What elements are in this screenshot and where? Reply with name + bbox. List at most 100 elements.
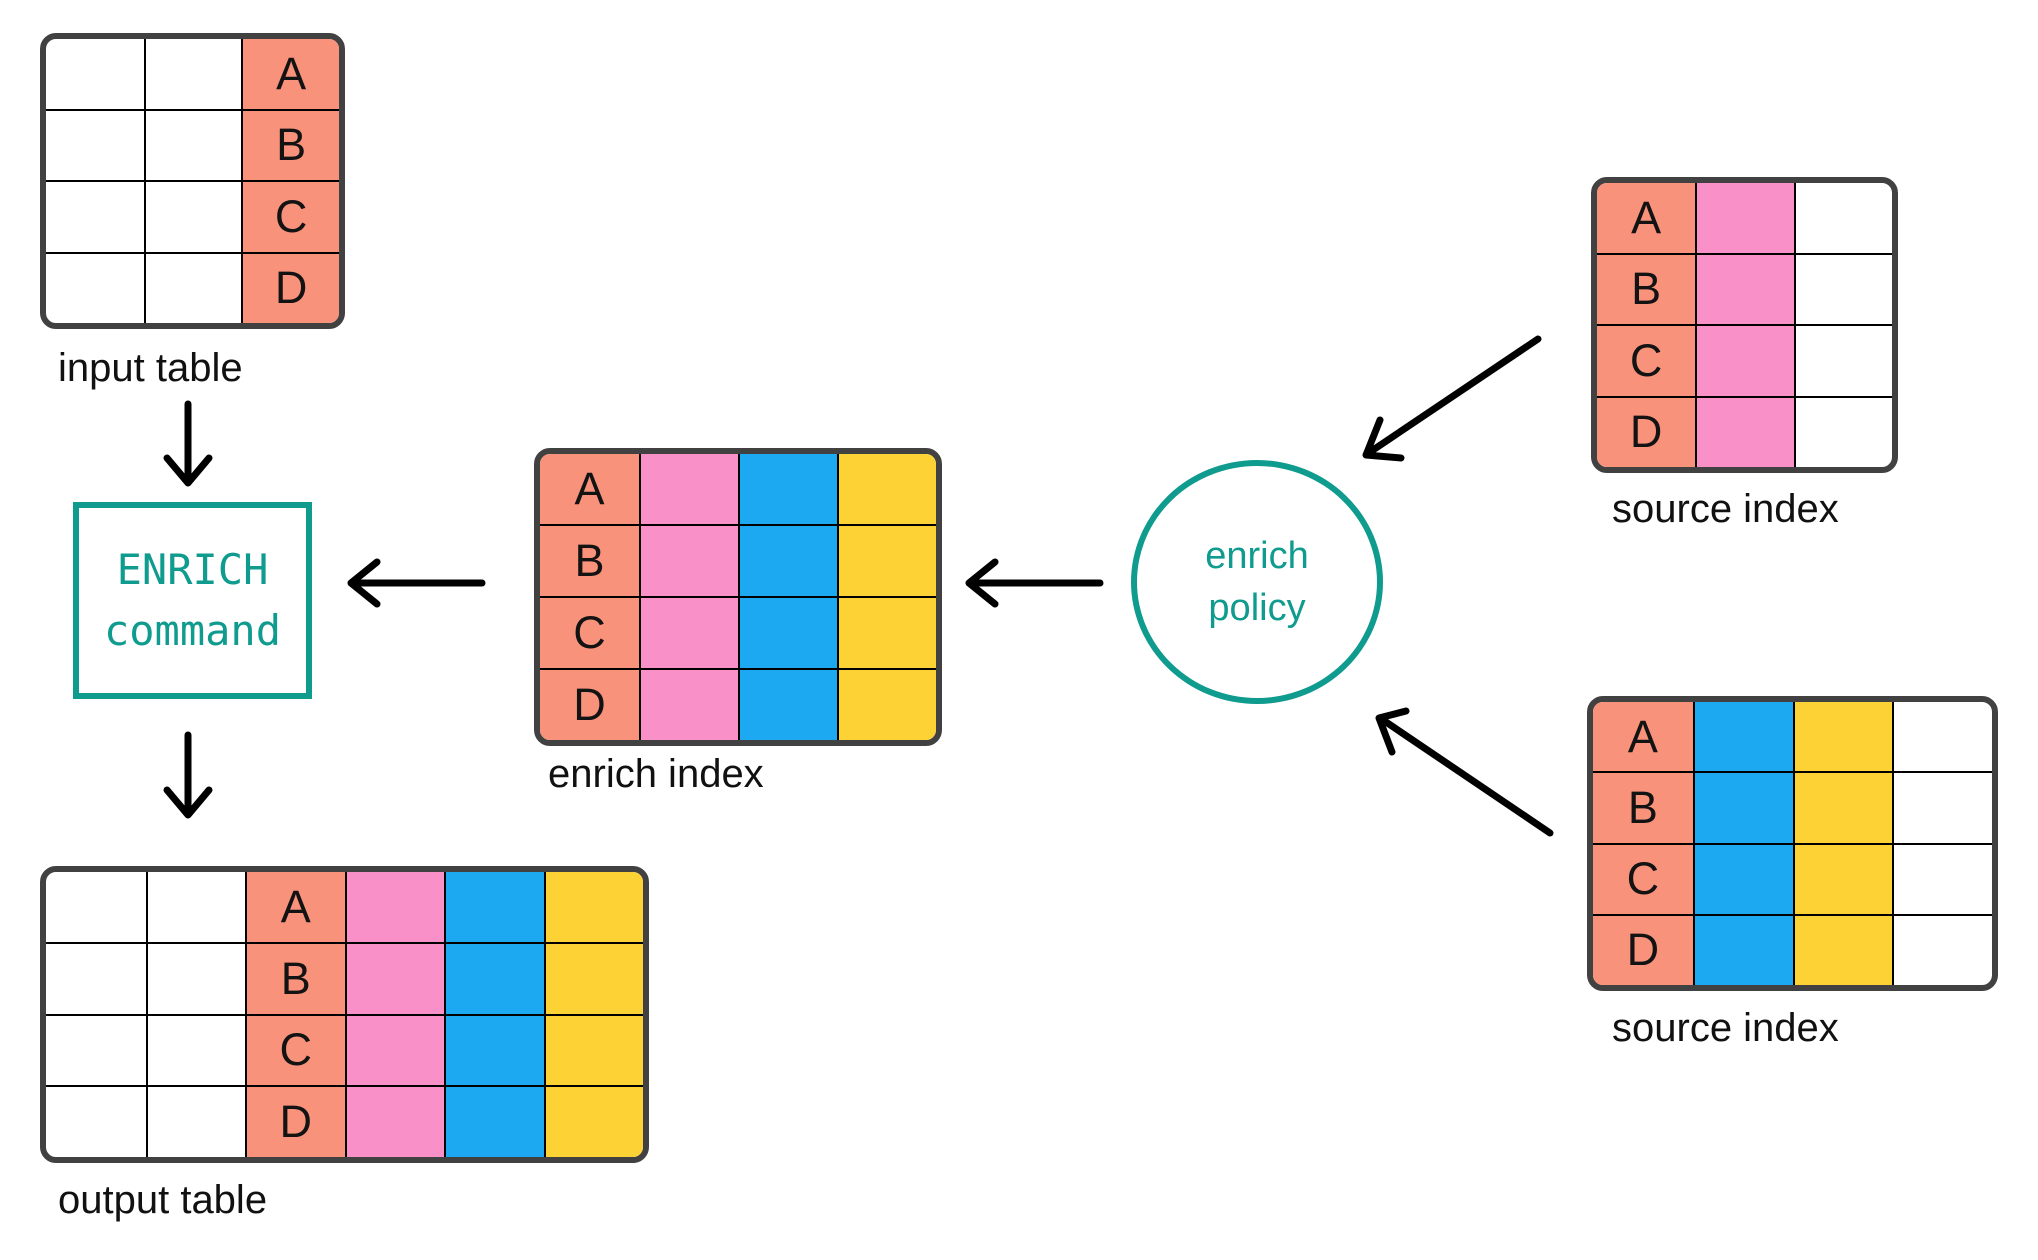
table-cell bbox=[1892, 844, 1992, 914]
table-cell bbox=[639, 670, 738, 740]
arrow-policy-to-enrich-index bbox=[965, 558, 1104, 608]
table-cell bbox=[1793, 183, 1892, 253]
table-cell bbox=[738, 598, 837, 668]
source-index-top-table: A B C D bbox=[1591, 177, 1898, 473]
table-row: D bbox=[1593, 913, 1992, 985]
table-row: A bbox=[540, 454, 936, 524]
table-cell bbox=[1692, 702, 1793, 772]
table-row: D bbox=[540, 668, 936, 740]
table-cell bbox=[444, 1015, 544, 1086]
enrich-policy-line2: policy bbox=[1208, 587, 1306, 629]
table-row: B bbox=[46, 108, 339, 181]
table-cell bbox=[639, 454, 738, 524]
key-cell: A bbox=[245, 872, 345, 942]
enrich-index-label: enrich index bbox=[548, 752, 764, 796]
key-cell: C bbox=[1593, 844, 1693, 914]
table-cell bbox=[46, 872, 146, 942]
key-cell: A bbox=[241, 39, 339, 109]
enrich-index-table: A B C D bbox=[534, 448, 942, 746]
key-cell: B bbox=[1593, 773, 1693, 843]
table-row: A bbox=[46, 872, 643, 942]
arrow-enrich-index-to-command bbox=[347, 558, 486, 608]
table-cell bbox=[344, 1087, 444, 1157]
key-cell: D bbox=[241, 253, 339, 323]
enrich-policy-circle: enrich policy bbox=[1131, 460, 1383, 704]
table-cell bbox=[1792, 844, 1893, 914]
table-cell bbox=[46, 944, 146, 1014]
table-cell bbox=[738, 670, 837, 740]
key-cell: A bbox=[1593, 702, 1693, 772]
table-row: B bbox=[540, 524, 936, 596]
table-cell bbox=[143, 253, 242, 323]
table-row: C bbox=[46, 180, 339, 252]
table-cell bbox=[837, 454, 936, 524]
arrow-source-top-to-policy bbox=[1362, 335, 1542, 462]
table-row: C bbox=[1593, 842, 1992, 914]
input-table-label: input table bbox=[58, 346, 243, 390]
table-row: B bbox=[1593, 771, 1992, 843]
enrich-command-line2: command bbox=[103, 605, 281, 655]
table-cell bbox=[1695, 397, 1794, 467]
table-row: A bbox=[1597, 183, 1892, 253]
table-cell bbox=[46, 182, 144, 252]
table-cell bbox=[1793, 326, 1892, 396]
table-cell bbox=[1695, 326, 1794, 396]
table-cell bbox=[1695, 254, 1794, 324]
table-cell bbox=[444, 943, 544, 1014]
table-cell bbox=[543, 872, 643, 942]
table-cell bbox=[143, 110, 242, 180]
table-cell bbox=[1892, 702, 1992, 772]
enrich-policy-line1: enrich bbox=[1205, 534, 1309, 577]
table-row: C bbox=[46, 1013, 643, 1086]
source-index-bottom-label: source index bbox=[1612, 1006, 1839, 1050]
table-cell bbox=[143, 39, 242, 109]
table-cell bbox=[143, 182, 242, 252]
table-cell bbox=[46, 39, 144, 109]
table-cell bbox=[1892, 915, 1992, 985]
table-cell bbox=[145, 1015, 246, 1086]
key-cell: C bbox=[1597, 326, 1696, 396]
table-cell bbox=[145, 943, 246, 1014]
table-row: D bbox=[46, 251, 339, 324]
key-cell: B bbox=[241, 110, 339, 180]
table-cell bbox=[639, 598, 738, 668]
table-row: A bbox=[1593, 702, 1992, 772]
source-index-top-label: source index bbox=[1612, 487, 1839, 531]
table-cell bbox=[1892, 773, 1992, 843]
table-cell bbox=[46, 1087, 146, 1157]
table-cell bbox=[543, 1015, 643, 1086]
table-cell bbox=[639, 526, 738, 596]
table-cell bbox=[344, 1015, 444, 1086]
table-cell bbox=[1792, 773, 1893, 843]
table-cell bbox=[1793, 397, 1892, 467]
input-table: A B C D bbox=[40, 33, 345, 329]
table-cell bbox=[543, 1087, 643, 1157]
table-cell bbox=[1692, 844, 1793, 914]
table-cell bbox=[46, 254, 144, 324]
key-cell: D bbox=[540, 670, 639, 740]
key-cell: D bbox=[245, 1087, 345, 1157]
arrow-command-to-output bbox=[163, 731, 213, 819]
output-table: A B C D bbox=[40, 866, 649, 1163]
table-cell bbox=[837, 526, 936, 596]
table-cell bbox=[1692, 915, 1793, 985]
table-row: B bbox=[1597, 252, 1892, 324]
table-row: A bbox=[46, 39, 339, 109]
key-cell: B bbox=[540, 526, 639, 596]
table-cell bbox=[543, 943, 643, 1014]
table-cell bbox=[1793, 254, 1892, 324]
table-cell bbox=[837, 670, 936, 740]
arrow-input-to-command bbox=[163, 400, 213, 487]
source-index-bottom-table: A B C D bbox=[1587, 696, 1998, 991]
table-row: C bbox=[540, 596, 936, 668]
table-cell bbox=[837, 598, 936, 668]
key-cell: C bbox=[245, 1015, 345, 1086]
table-cell bbox=[1792, 915, 1893, 985]
table-cell bbox=[444, 1087, 544, 1157]
table-cell bbox=[1695, 183, 1794, 253]
table-row: D bbox=[46, 1085, 643, 1157]
table-cell bbox=[344, 943, 444, 1014]
table-row: C bbox=[1597, 324, 1892, 396]
table-cell bbox=[46, 111, 144, 181]
